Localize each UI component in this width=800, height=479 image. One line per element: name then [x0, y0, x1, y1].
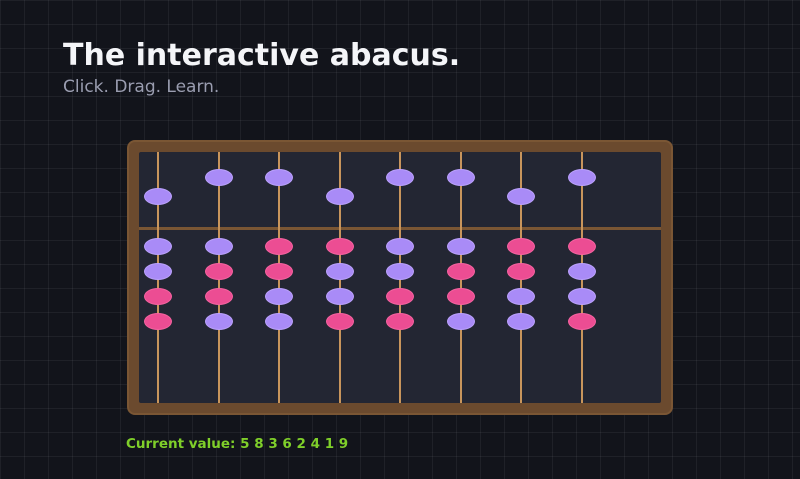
- page-subtitle: Click. Drag. Learn.: [63, 77, 220, 97]
- heaven-bead[interactable]: [265, 168, 293, 186]
- current-value-readout: Current value: 5 8 3 6 2 4 1 9: [126, 436, 349, 452]
- heaven-bead[interactable]: [567, 168, 596, 186]
- heaven-bead[interactable]: [325, 187, 354, 205]
- earth-bead[interactable]: [204, 262, 233, 280]
- heaven-bead[interactable]: [144, 187, 172, 205]
- earth-bead[interactable]: [265, 312, 293, 330]
- heaven-bead[interactable]: [446, 168, 475, 186]
- earth-bead[interactable]: [265, 237, 293, 255]
- earth-bead[interactable]: [386, 312, 414, 330]
- earth-bead[interactable]: [144, 262, 172, 280]
- earth-bead[interactable]: [507, 287, 535, 305]
- heaven-bead[interactable]: [204, 168, 233, 186]
- earth-bead[interactable]: [567, 237, 596, 255]
- earth-bead[interactable]: [204, 287, 233, 305]
- earth-bead[interactable]: [446, 262, 475, 280]
- earth-bead[interactable]: [325, 312, 354, 330]
- earth-bead[interactable]: [265, 287, 293, 305]
- earth-bead[interactable]: [567, 262, 596, 280]
- earth-bead[interactable]: [507, 312, 535, 330]
- earth-bead[interactable]: [567, 312, 596, 330]
- earth-bead[interactable]: [446, 287, 475, 305]
- earth-bead[interactable]: [144, 312, 172, 330]
- heaven-bead[interactable]: [386, 168, 414, 186]
- heaven-bead[interactable]: [507, 187, 535, 205]
- earth-bead[interactable]: [567, 287, 596, 305]
- earth-bead[interactable]: [446, 237, 475, 255]
- earth-bead[interactable]: [507, 237, 535, 255]
- earth-bead[interactable]: [144, 237, 172, 255]
- page-title: The interactive abacus.: [63, 38, 461, 73]
- earth-bead[interactable]: [325, 287, 354, 305]
- earth-bead[interactable]: [144, 287, 172, 305]
- earth-bead[interactable]: [204, 237, 233, 255]
- earth-bead[interactable]: [265, 262, 293, 280]
- earth-bead[interactable]: [204, 312, 233, 330]
- earth-bead[interactable]: [386, 237, 414, 255]
- earth-bead[interactable]: [386, 262, 414, 280]
- earth-bead[interactable]: [446, 312, 475, 330]
- earth-bead[interactable]: [325, 262, 354, 280]
- earth-bead[interactable]: [325, 237, 354, 255]
- abacus-board: [139, 152, 661, 403]
- abacus-frame: [127, 140, 673, 415]
- earth-bead[interactable]: [507, 262, 535, 280]
- earth-bead[interactable]: [386, 287, 414, 305]
